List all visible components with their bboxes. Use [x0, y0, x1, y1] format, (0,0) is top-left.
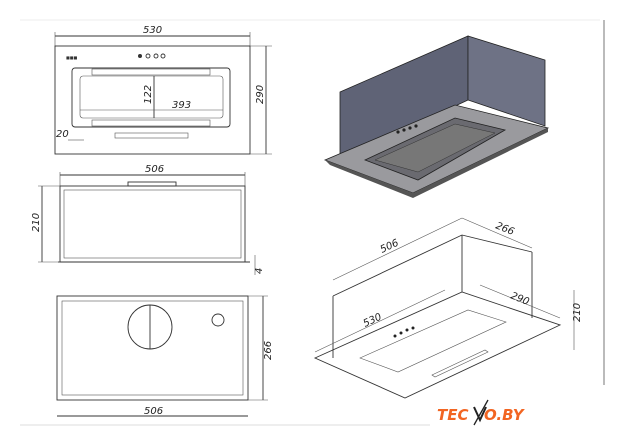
iso-dim-290: 290: [509, 291, 531, 308]
svg-text:■■■: ■■■: [66, 55, 78, 60]
tecno-by-logo: TEC O.BY: [437, 399, 526, 426]
dim-210: 210: [31, 213, 42, 232]
top-view: 530 290 ■■■ 122 393 20: [54, 25, 272, 155]
svg-text:TEC: TEC: [437, 406, 469, 424]
iso-dim-210: 210: [572, 303, 583, 322]
iso-dim-530: 530: [362, 312, 384, 330]
iso-line-drawing: 506 266 290 210 530: [313, 217, 583, 399]
side-view: 506 210 4: [31, 164, 265, 275]
svg-text:O.BY: O.BY: [484, 406, 526, 424]
dim-530: 530: [143, 25, 162, 36]
bottom-view: 266 506: [56, 295, 274, 417]
dim-506-side: 506: [145, 164, 164, 175]
dim-393: 393: [172, 100, 191, 111]
dim-122: 122: [143, 85, 154, 104]
iso-render: [323, 35, 550, 198]
dim-4: 4: [254, 268, 265, 274]
dim-290: 290: [255, 85, 266, 104]
dim-20: 20: [56, 129, 69, 140]
dim-266: 266: [263, 341, 274, 360]
dim-506-bottom: 506: [144, 406, 163, 417]
iso-dim-266: 266: [494, 221, 516, 238]
